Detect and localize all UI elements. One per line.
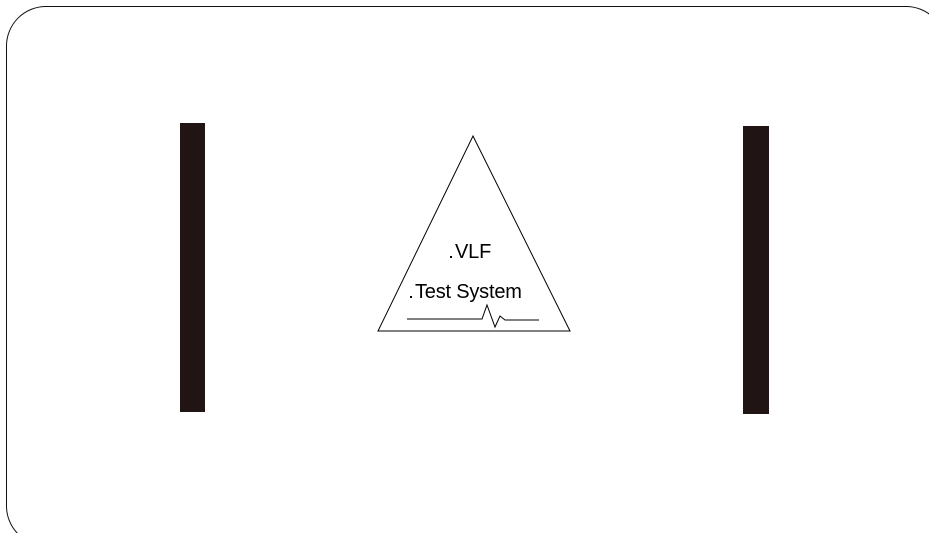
- logo-dot: [410, 296, 412, 298]
- waveform-icon: [407, 303, 539, 329]
- triangle-outline: [377, 134, 571, 332]
- right-vertical-bar: [743, 126, 769, 414]
- logo-dot: [450, 256, 452, 258]
- left-vertical-bar: [180, 123, 205, 412]
- logo-subtitle: Test System: [415, 281, 522, 303]
- triangle-logo-graphic: [377, 134, 571, 332]
- logo-title: VLF: [455, 241, 492, 263]
- vlf-logo: VLF Test System: [377, 134, 571, 332]
- display-frame: [6, 6, 929, 533]
